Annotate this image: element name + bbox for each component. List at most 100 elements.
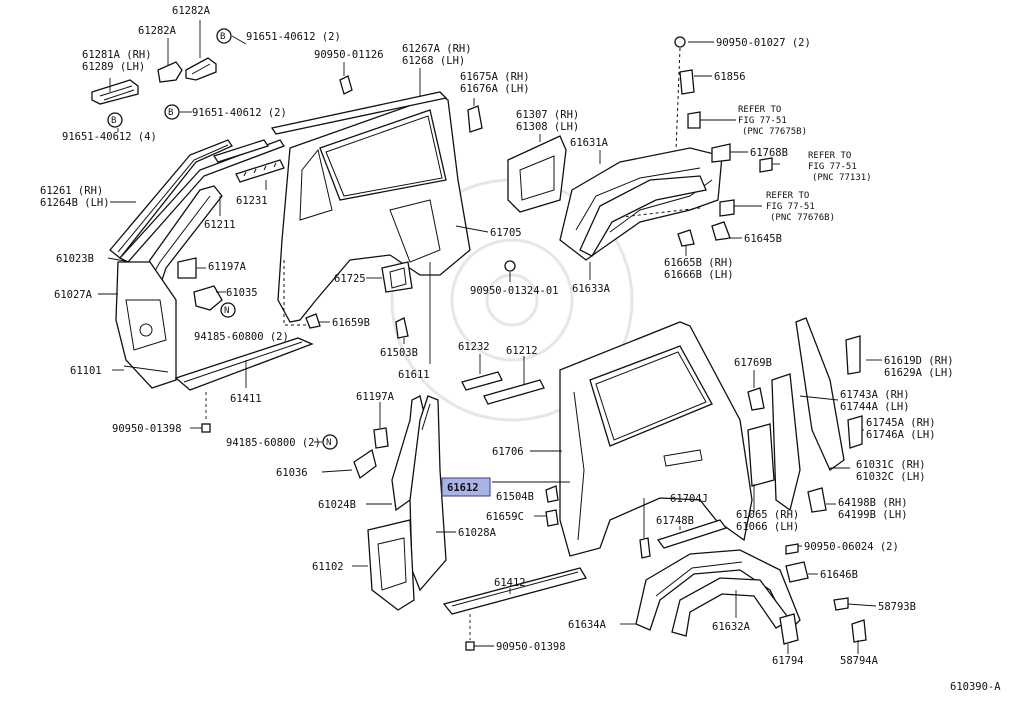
label-91651-2-mid: 91651-40612 (2) [192,107,287,119]
label-94185-top: 94185-60800 (2) [194,331,289,343]
part-58794A [851,619,867,643]
part-64198B [807,487,827,513]
part-61748B [656,519,728,549]
part-61281A-bracket [91,79,139,105]
label-61232: 61232 [458,341,490,353]
part-61035 [193,285,223,311]
part-61856 [679,69,695,95]
label-61725: 61725 [334,273,366,285]
label-61675A: 61675A (RH) [460,71,530,83]
label-61659C: 61659C [486,511,524,523]
part-61282A-clip [157,61,183,83]
label-90950-01398-bot: 90950-01398 [496,641,566,653]
highlight-61612-box[interactable] [441,477,491,497]
part-61769B [747,387,765,411]
part-61745A [847,415,863,449]
label-61666B: 61666B (LH) [664,269,734,281]
label-61261: 61261 (RH) [40,185,103,197]
label-61745A: 61745A (RH) [866,417,936,429]
part-61267A-rail [270,91,448,135]
part-61794 [779,613,799,645]
label-90950-01398-top: 90950-01398 [112,423,182,435]
part-61504B-clip [545,485,559,503]
label-61769B: 61769B [734,357,772,369]
bolt-badge-B-left: B [107,112,123,128]
badge-B-mid: B [168,108,173,118]
label-61645B: 61645B [744,233,782,245]
badge-B-top: B [220,32,225,42]
bolt-90950-01398-top [201,392,211,433]
label-61197A-mid: 61197A [356,391,395,403]
part-61611-quarter-panel [277,94,471,326]
label-61629A: 61629A (LH) [884,367,954,379]
label-61706: 61706 [492,446,524,458]
label-61268: 61268 (LH) [402,55,465,67]
label-61612[interactable]: 61612 [447,482,479,494]
badge-N-top: N [220,302,236,318]
label-61856: 61856 [714,71,746,83]
part-61197A-mid [373,427,389,449]
label-ref1c: (PNC 77675B) [742,127,807,137]
label-61264B: 61264B (LH) [40,197,110,209]
part-61706-body-side [559,321,753,557]
label-61281A: 61281A (RH) [82,49,152,61]
label-61027A: 61027A [54,289,93,301]
label-61023B: 61023B [56,253,94,265]
label-61504B: 61504B [496,491,534,503]
clip-90950-01126 [339,75,353,95]
label-61031C: 61031C (RH) [856,459,926,471]
label-64199B: 64199B (LH) [838,509,908,521]
part-61101-inner-panel [115,261,177,389]
highlight-61612[interactable]: 61612 [441,477,491,497]
label-90950-01027: 90950-01027 (2) [716,37,811,49]
label-61231: 61231 [236,195,268,207]
label-64198B: 64198B (RH) [838,497,908,509]
bolt-badge-B-top: B [216,28,232,44]
label-61794: 61794 [772,655,804,667]
part-61503B [395,317,409,339]
part-61307-bracket [507,135,567,213]
part-61036 [353,448,377,480]
label-61411: 61411 [230,393,262,405]
part-61065-panel [747,423,775,487]
clip-90950-01324 [504,260,516,272]
part-61412-sill [442,567,588,615]
part-61704J [639,537,651,559]
badge-N-mid: N [322,434,338,450]
part-61646B [785,561,809,583]
label-61611: 61611 [398,369,430,381]
label-61744A: 61744A (LH) [840,401,910,413]
label-61308: 61308 (LH) [516,121,579,133]
part-58793B [833,597,849,611]
label-58794A: 58794A [840,655,879,667]
label-61743A: 61743A (RH) [840,389,910,401]
part-61212-strip [483,379,545,405]
label-ref1a: REFER TO [738,105,781,115]
label-61289: 61289 (LH) [82,61,145,73]
label-61065: 61065 (RH) [736,509,799,521]
part-61675A [467,105,483,133]
part-61231-strip [235,159,285,183]
badge-B-left: B [111,116,116,126]
label-61748B: 61748B [656,515,694,527]
label-61665B: 61665B (RH) [664,257,734,269]
label-94185-mid: 94185-60800 (2) [226,437,321,449]
part-61633A-inner [579,175,707,257]
part-61659B [305,313,321,329]
part-ref-77676B [719,199,735,217]
label-61503B: 61503B [380,347,418,359]
label-61646B: 61646B [820,569,858,581]
part-ref-77675B [687,111,701,129]
label-61102: 61102 [312,561,344,573]
label-ref1b: FIG 77-51 [738,116,787,126]
label-ref3b: FIG 77-51 [766,202,815,212]
part-61231-strip2 [212,139,270,163]
label-ref3c: (PNC 77676B) [770,213,835,223]
label-61036: 61036 [276,467,308,479]
label-61704J: 61704J [670,493,708,505]
part-61743A-pillar [771,373,801,512]
label-61212: 61212 [506,345,538,357]
label-61631A: 61631A [570,137,609,149]
label-61267A: 61267A (RH) [402,43,472,55]
